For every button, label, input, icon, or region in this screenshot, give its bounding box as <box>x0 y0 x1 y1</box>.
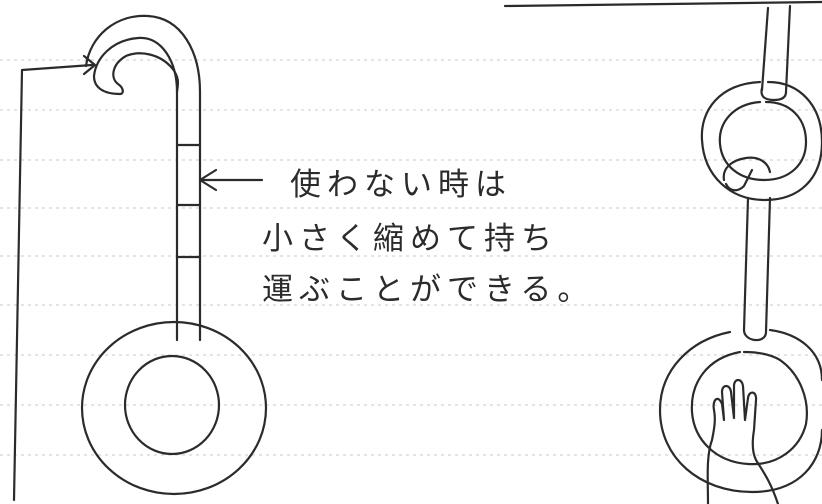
bottom-ring-outer <box>658 330 822 494</box>
ring-outer <box>80 320 268 496</box>
hook-outline <box>92 36 179 342</box>
strap-upper <box>760 4 792 94</box>
strap-lower <box>742 196 772 334</box>
annotation-line-1: 使わない時は <box>290 167 512 203</box>
left-arrow-icon <box>198 168 264 192</box>
top-ring-outer <box>700 80 822 202</box>
extended-strap-drawing <box>503 0 822 494</box>
annotation-line-2: 小さく縮めて持ち <box>262 221 558 257</box>
bracket-line <box>12 54 97 502</box>
collapsed-strap-drawing <box>80 14 268 496</box>
strap-lower-cap <box>742 328 768 342</box>
ruled-lines <box>0 59 822 456</box>
annotation: 使わない時は 小さく縮めて持ち 運ぶことができる。 <box>262 167 594 308</box>
strap-outer-edge <box>84 14 202 342</box>
strap-loop <box>760 86 788 102</box>
bottom-ring-outer-top <box>768 328 822 382</box>
strap-segments <box>175 143 202 259</box>
hanging-bar <box>503 0 822 8</box>
hand-icon <box>706 378 780 504</box>
ring-inner <box>123 354 221 456</box>
bottom-ring-inner <box>690 350 808 466</box>
ring-link <box>722 156 772 192</box>
annotation-line-3: 運ぶことができる。 <box>262 272 594 308</box>
top-ring-inner <box>718 100 808 182</box>
